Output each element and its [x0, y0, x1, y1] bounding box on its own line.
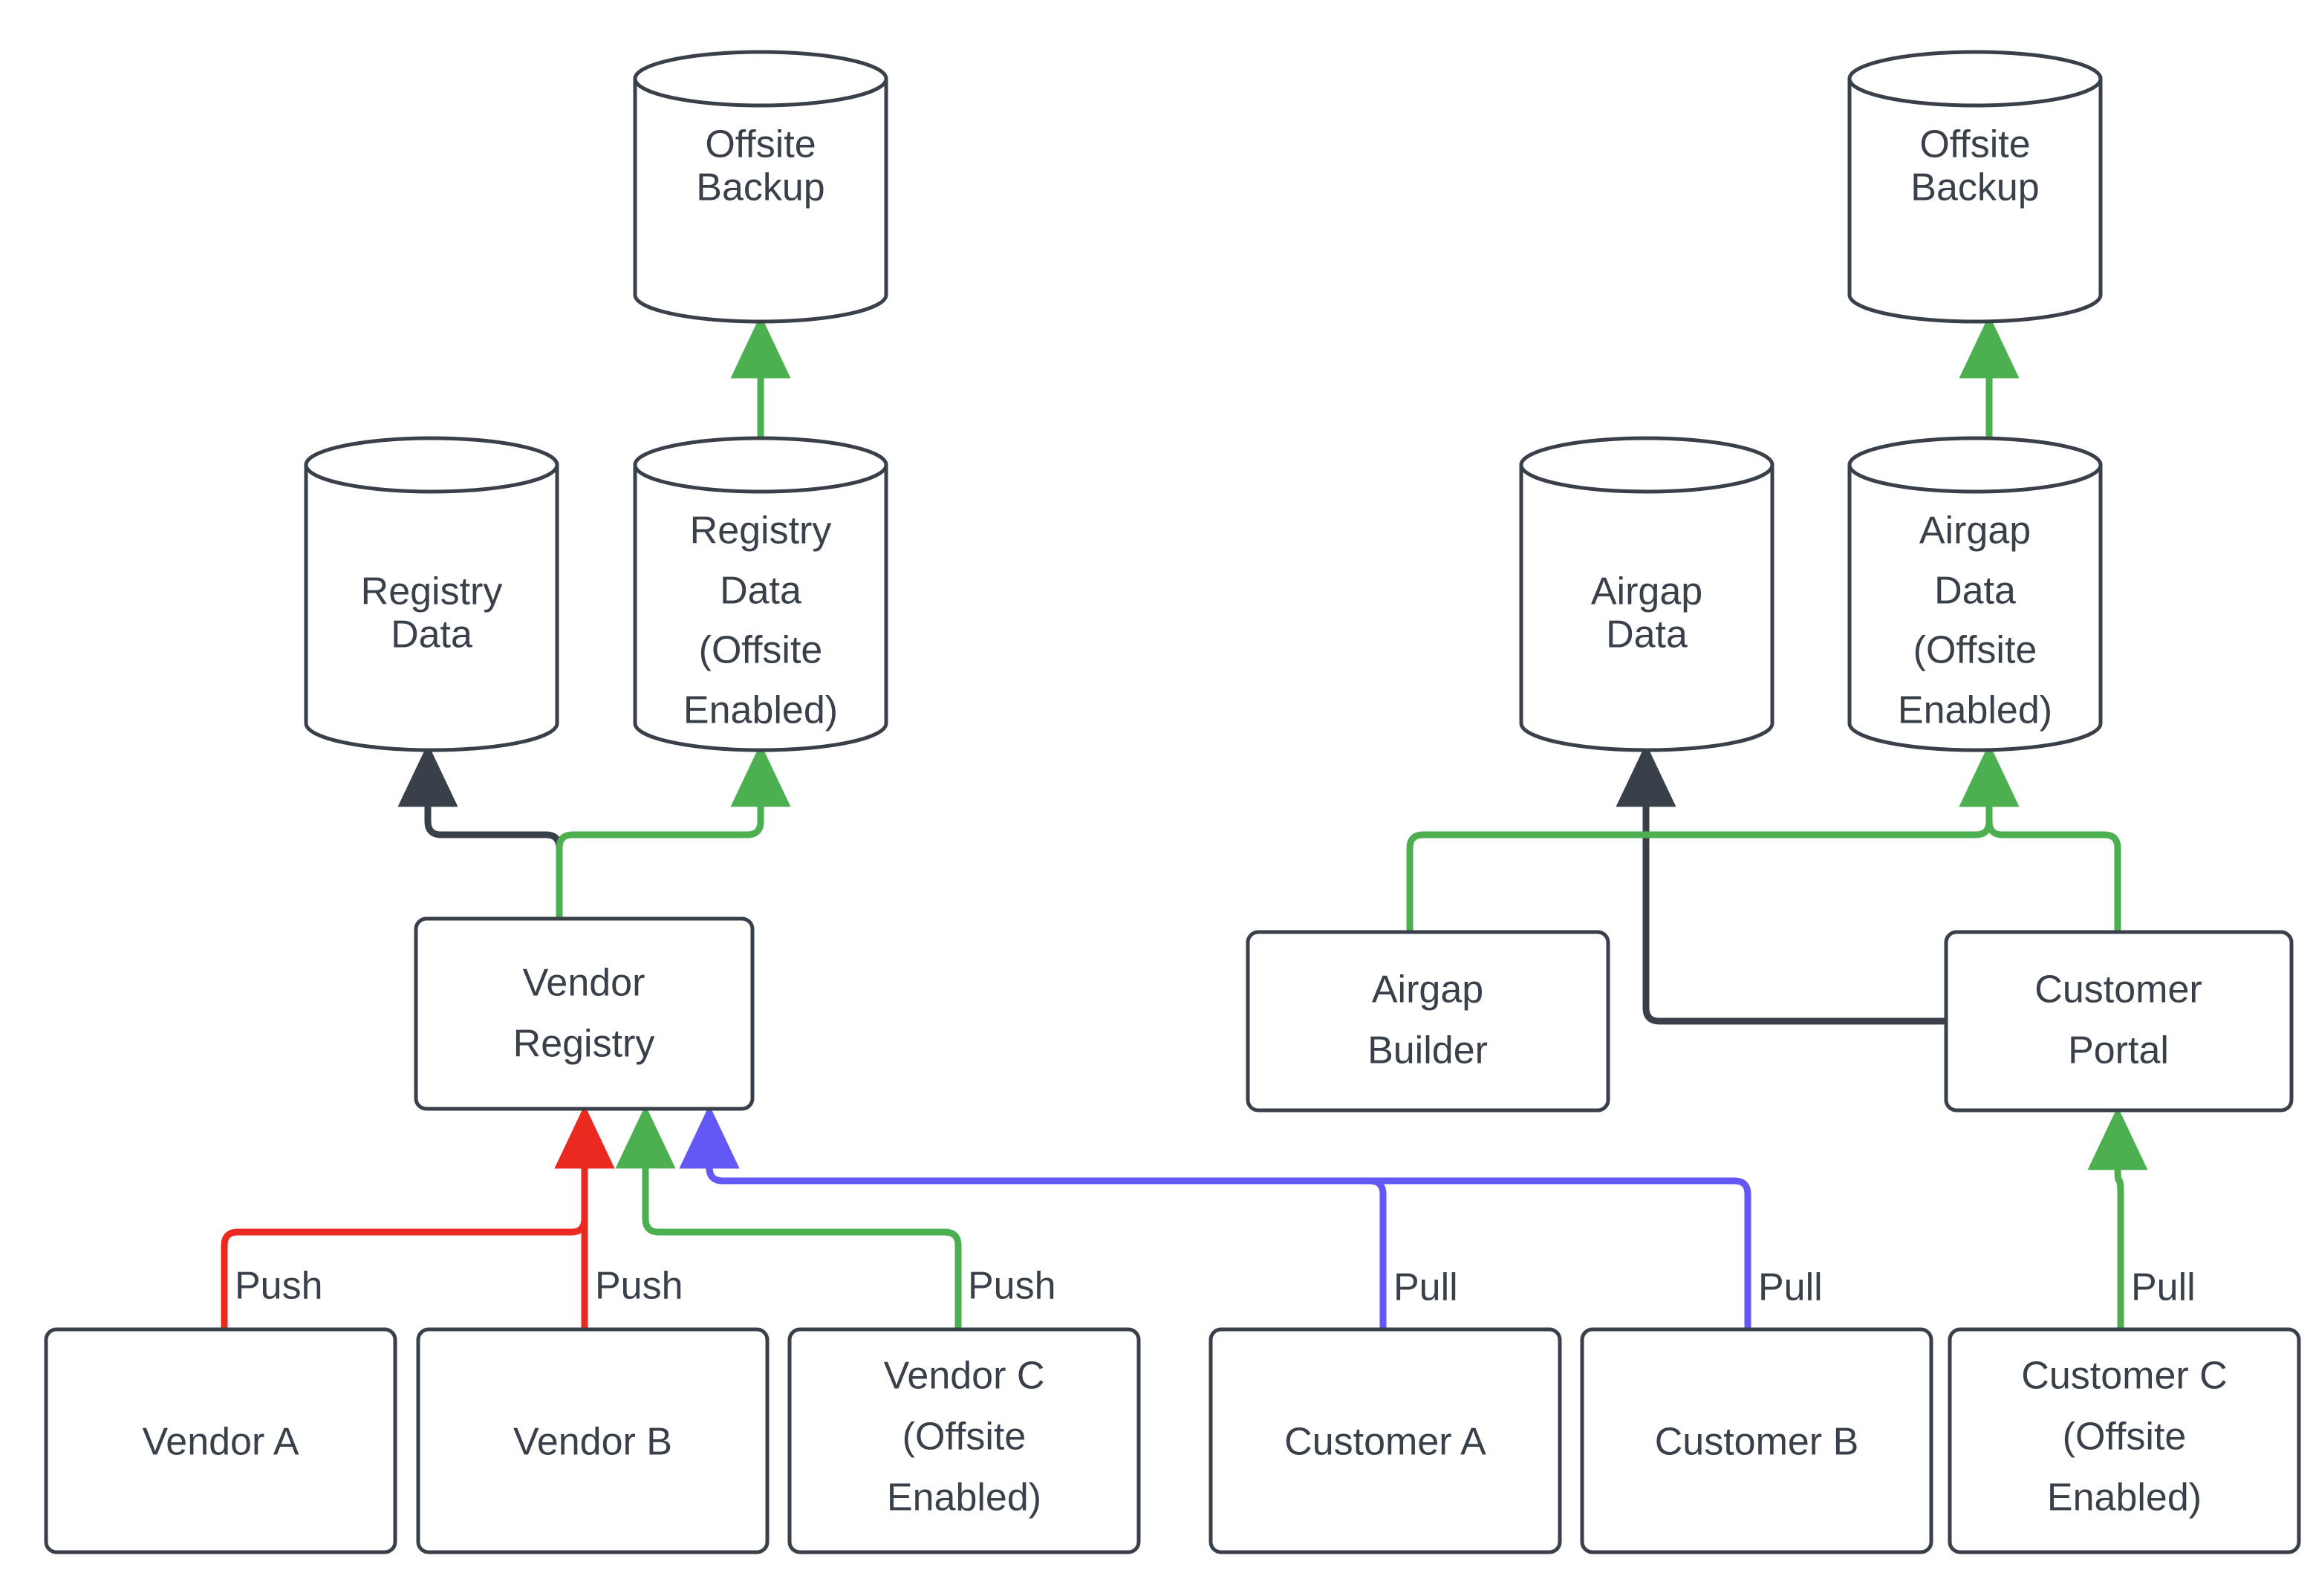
box-outline: [787, 1327, 1141, 1554]
node-label-line2: (Offsite: [2063, 1416, 2187, 1459]
cylinder-top: [633, 436, 888, 494]
box-outline: [414, 916, 755, 1111]
node-label-line1: Customer B: [1655, 1421, 1859, 1464]
node-label-line1: Customer: [2034, 968, 2202, 1012]
edge-vendor-registry-to-registry-data-offsite: [556, 743, 791, 919]
edge-vendor-c-push: [615, 1104, 962, 1329]
node-label-line2: Registry: [513, 1023, 655, 1066]
cylinder-top: [304, 436, 559, 494]
box-outline: [1948, 1327, 2301, 1554]
node-label-line1: Offsite: [1919, 123, 2030, 166]
node-label-line3: (Offsite: [699, 629, 823, 672]
edge-labels-layer: Push Push Push Pull Pull Pull: [235, 1265, 2196, 1309]
cylinder-body: [633, 76, 888, 324]
node-label-line4: Enabled): [1898, 689, 2052, 732]
edge-label-vendor-b-push: Push: [595, 1265, 683, 1308]
edges-layer: [221, 314, 2148, 1329]
node-label-line3: (Offsite: [1913, 629, 2037, 672]
cylinder-top: [1519, 436, 1774, 494]
node-airgap-builder[interactable]: Airgap Builder: [1246, 930, 1610, 1113]
box-outline: [1944, 930, 2294, 1113]
node-label-line4: Enabled): [683, 689, 838, 732]
edge-label-vendor-c-push: Push: [968, 1265, 1056, 1308]
node-vendor-b[interactable]: Vendor B: [416, 1327, 770, 1554]
node-label-line3: Enabled): [2047, 1476, 2202, 1520]
edge-label-customer-b-pull: Pull: [1758, 1266, 1823, 1309]
cylinder-top: [1847, 436, 2103, 494]
node-offsite-backup-left[interactable]: Offsite Backup: [633, 50, 888, 324]
node-label-line1: Vendor A: [142, 1421, 299, 1464]
node-customer-b[interactable]: Customer B: [1580, 1327, 1933, 1554]
node-vendor-a[interactable]: Vendor A: [44, 1327, 397, 1554]
node-label-line1: Customer C: [2021, 1355, 2227, 1398]
node-label-line1: Offsite: [705, 123, 816, 166]
edge-label-customer-c-pull: Pull: [2131, 1266, 2196, 1309]
node-customer-a[interactable]: Customer A: [1208, 1327, 1562, 1554]
node-airgap-data-offsite[interactable]: Airgap Data (Offsite Enabled): [1847, 436, 2103, 752]
box-outline: [1246, 930, 1610, 1113]
node-label-line1: Airgap: [1591, 570, 1702, 613]
node-label-line2: Portal: [2068, 1029, 2169, 1072]
node-label-line1: Vendor B: [513, 1421, 672, 1464]
edge-customer-portal-to-airgap-data-offsite: [1959, 743, 2121, 932]
edge-airgap-builder-to-airgap-data-offsite: [1406, 743, 2020, 932]
node-label-line1: Airgap: [1919, 509, 2031, 553]
node-airgap-data[interactable]: Airgap Data: [1519, 436, 1774, 752]
edge-customer-c-pull: [2087, 1106, 2148, 1329]
node-label-line2: Builder: [1367, 1029, 1488, 1072]
cylinder-body: [633, 463, 888, 752]
node-vendor-registry[interactable]: Vendor Registry: [414, 916, 755, 1111]
node-registry-data-offsite[interactable]: Registry Data (Offsite Enabled): [633, 436, 888, 752]
node-label-line3: Enabled): [887, 1476, 1041, 1520]
node-label-line2: Backup: [1910, 166, 2039, 209]
node-customer-c[interactable]: Customer C (Offsite Enabled): [1948, 1327, 2301, 1554]
node-label-line1: Vendor: [523, 962, 645, 1005]
box-outline: [1208, 1327, 1562, 1554]
node-label-line1: Airgap: [1372, 968, 1483, 1012]
box-outline: [416, 1327, 770, 1554]
node-offsite-backup-right[interactable]: Offsite Backup: [1847, 50, 2103, 324]
node-label-line2: Data: [391, 613, 472, 657]
cylinder-top: [1847, 50, 2103, 108]
edge-label-customer-a-pull: Pull: [1393, 1266, 1458, 1309]
node-label-line2: Data: [720, 570, 801, 613]
box-outline: [44, 1327, 397, 1554]
node-label-line2: Backup: [696, 166, 824, 209]
node-vendor-c[interactable]: Vendor C (Offsite Enabled): [787, 1327, 1141, 1554]
node-label-line1: Registry: [690, 509, 832, 553]
node-customer-portal[interactable]: Customer Portal: [1944, 930, 2294, 1113]
cylinder-body: [1847, 76, 2103, 324]
edge-vendor-registry-to-registry-data: [397, 743, 563, 919]
node-label-line2: Data: [1606, 613, 1688, 657]
edge-customer-portal-to-airgap-data: [1616, 743, 1946, 1025]
node-label-line1: Registry: [361, 570, 503, 613]
edge-label-vendor-a-push: Push: [235, 1265, 323, 1308]
box-outline: [1580, 1327, 1933, 1554]
node-label-line2: Data: [1934, 570, 2016, 613]
node-label-line1: Vendor C: [884, 1355, 1045, 1398]
cylinder-body: [304, 463, 559, 752]
edge-customer-b-pull: [679, 1104, 1751, 1329]
node-registry-data[interactable]: Registry Data: [304, 436, 559, 752]
node-label-line1: Customer A: [1284, 1421, 1486, 1464]
node-label-line2: (Offsite: [902, 1416, 1027, 1459]
cylinder-body: [1847, 463, 2103, 752]
cylinder-body: [1519, 463, 1774, 752]
cylinder-top: [633, 50, 888, 108]
